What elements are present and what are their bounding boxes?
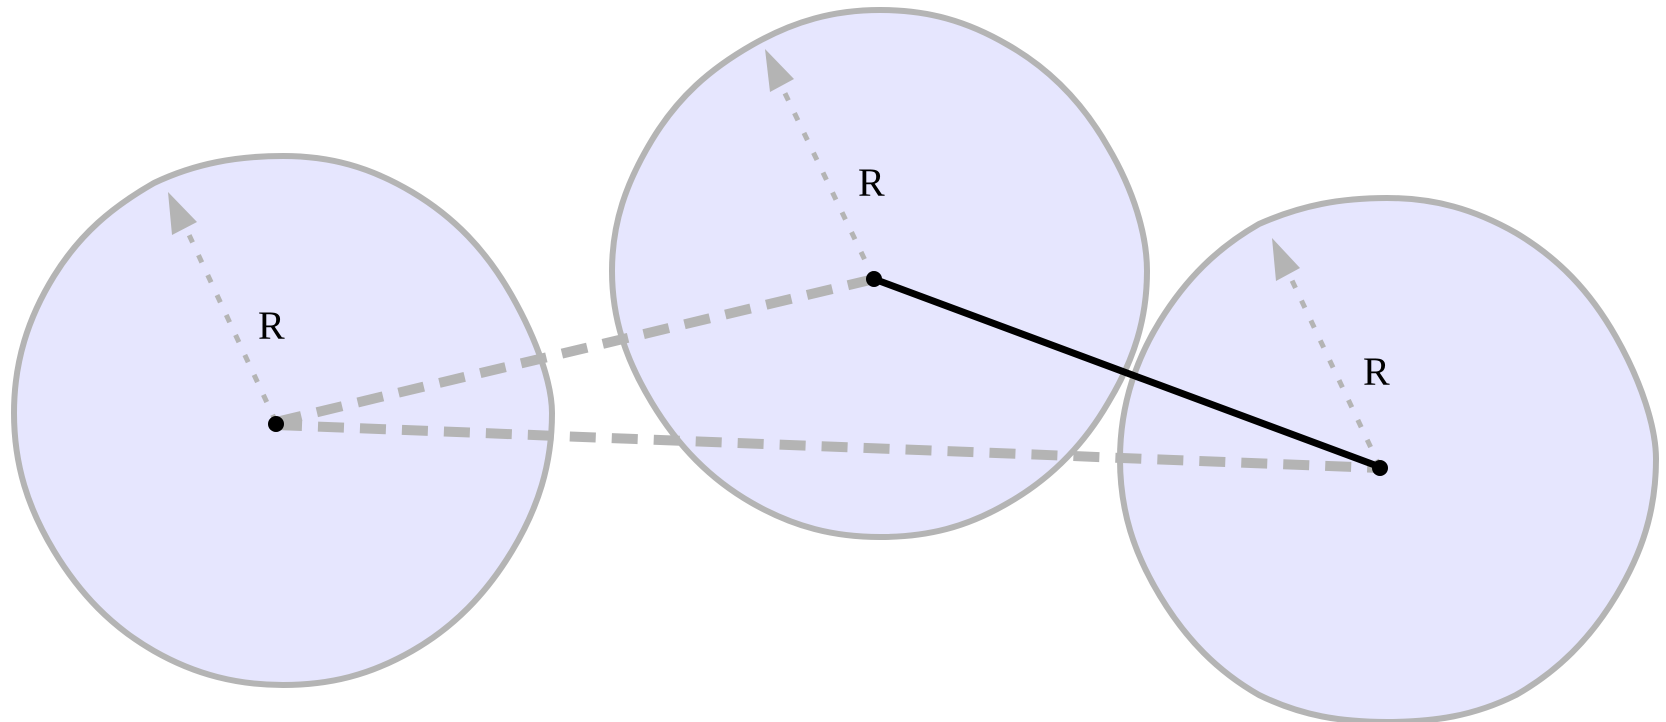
radius-line-left	[181, 222, 279, 424]
solid-link-middle-to-right	[872, 275, 1382, 471]
circle-right-shape	[1116, 194, 1660, 722]
center-node-left	[268, 416, 284, 432]
radius-label-right: R	[1363, 349, 1390, 394]
radius-arrow-middle	[765, 49, 877, 281]
radius-line-middle	[778, 83, 877, 281]
radius-label-middle: R	[858, 160, 885, 205]
radius-arrow-right	[1272, 238, 1383, 469]
center-node-right	[1372, 460, 1388, 476]
circle-right	[1116, 194, 1660, 722]
radius-arrowhead-left	[168, 192, 197, 235]
radius-arrowhead-middle	[765, 49, 794, 92]
radius-line-right	[1285, 270, 1383, 469]
radius-arrow-left	[168, 192, 279, 424]
center-node-middle	[866, 271, 882, 287]
radius-label-left: R	[258, 303, 285, 348]
dashed-link-left-to-right	[275, 420, 1381, 473]
radius-arrowhead-right	[1272, 238, 1300, 281]
dashed-link-left-to-middle	[274, 274, 876, 427]
